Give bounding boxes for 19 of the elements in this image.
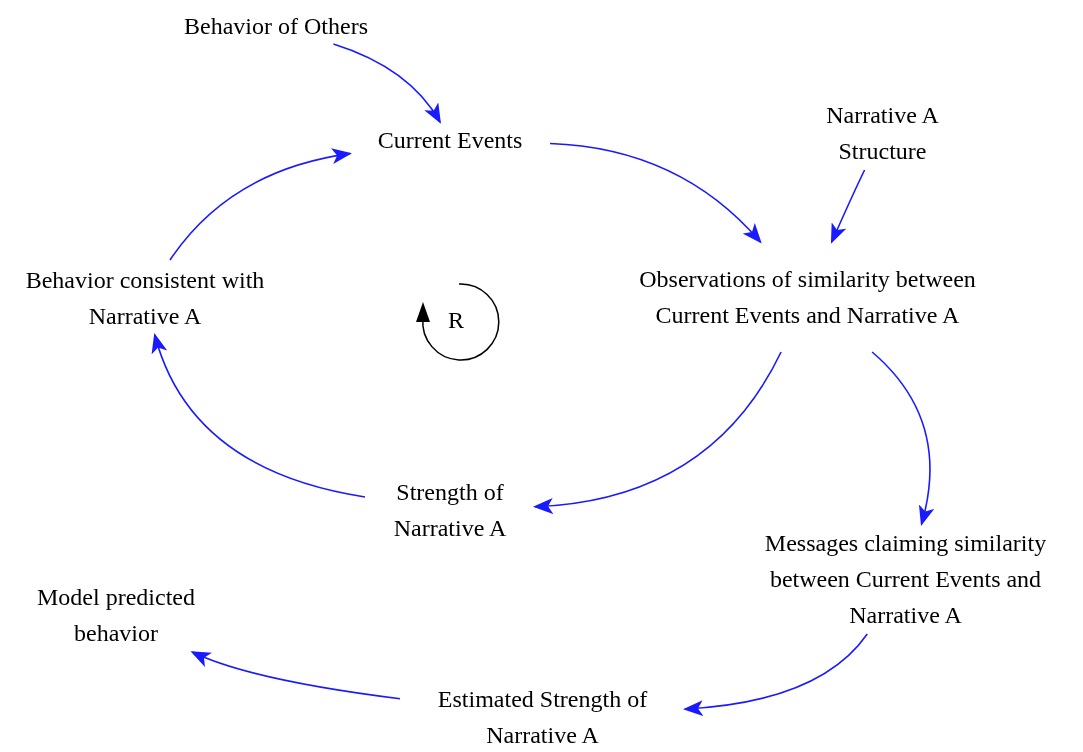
variable-label: Model predicted behavior <box>5 578 227 652</box>
variable-label: Strength of Narrative A <box>365 472 535 548</box>
variable-label: Messages claiming similarity between Current Events and Narrative A <box>728 524 1083 634</box>
loop-polarity-label: R <box>448 306 464 334</box>
variable-label: Behavior of Others <box>150 8 402 44</box>
causal-arrow <box>152 333 366 498</box>
causal-arrow <box>830 169 866 244</box>
causal-arrow <box>332 43 442 124</box>
causal-arrow <box>549 142 762 244</box>
causal-arrow <box>533 351 782 514</box>
variable-label: Estimated Strength of Narrative A <box>400 681 685 752</box>
causal-arrow <box>190 651 401 700</box>
variable-label: Observations of similarity between Current Events and Narrative A <box>625 242 990 352</box>
causal-arrow <box>871 351 934 526</box>
causal-arrow <box>683 633 869 716</box>
variable-label: Current Events <box>350 122 550 158</box>
variable-label: Narrative A Structure <box>795 96 970 170</box>
variable-label: Behavior consistent with Narrative A <box>15 260 275 335</box>
causal-arrow <box>169 148 352 261</box>
